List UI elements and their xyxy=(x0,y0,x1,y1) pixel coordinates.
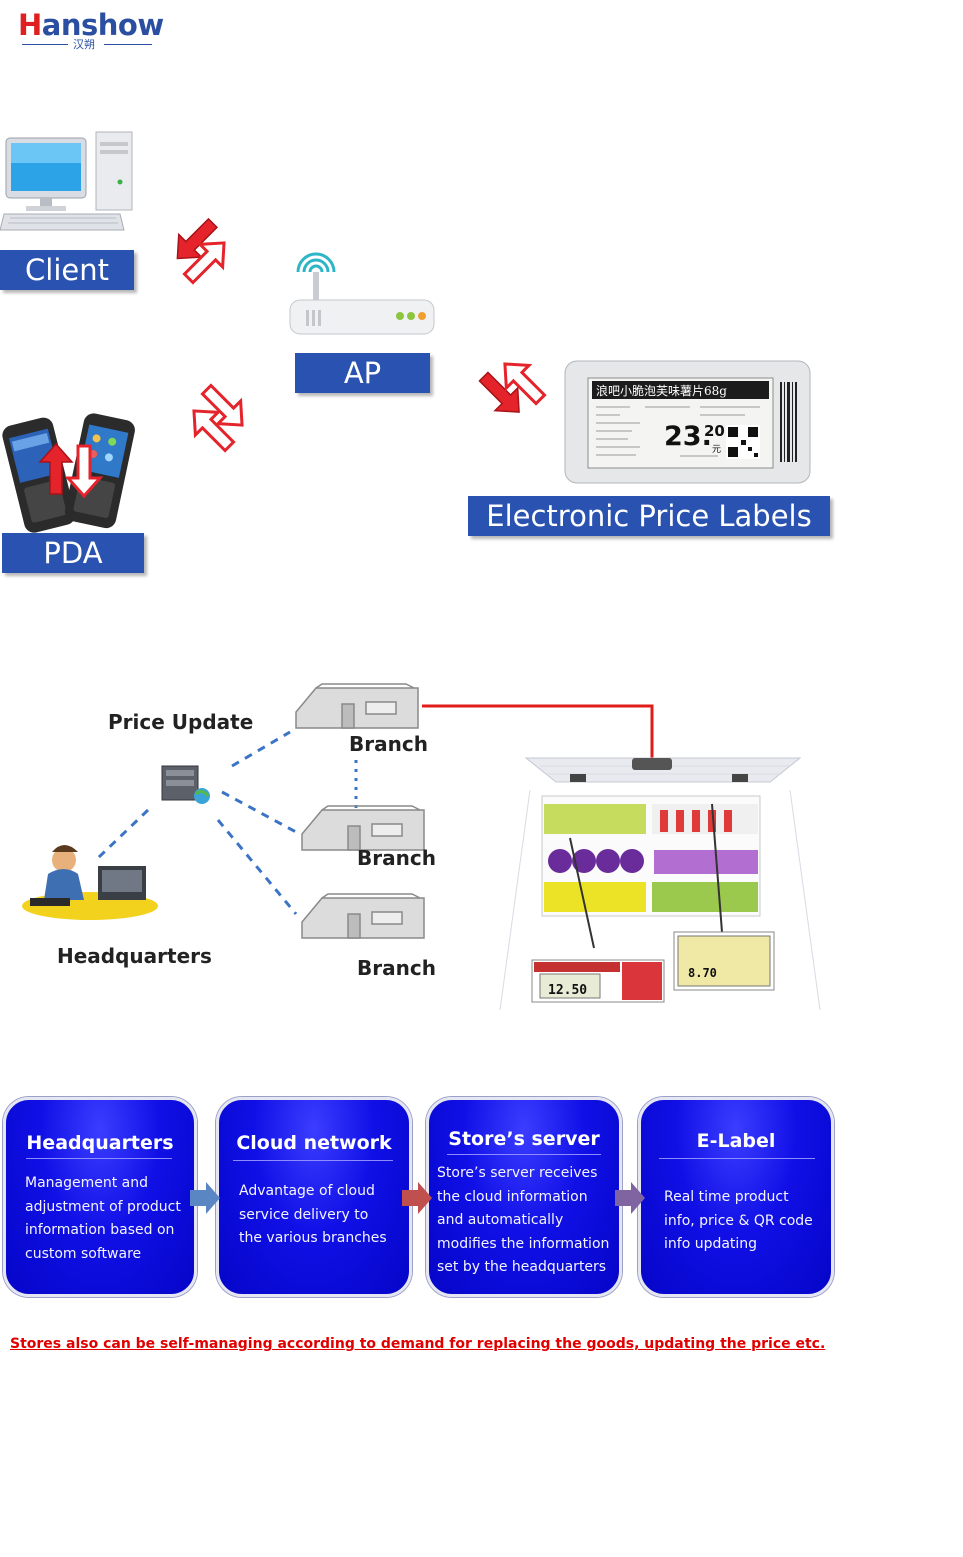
flow-card-cloud-network: Cloud network Advantage of cloud service… xyxy=(216,1097,412,1297)
sync-arrows-icon xyxy=(38,217,547,499)
flow-card-line: info updating xyxy=(664,1236,758,1252)
flow-card-divider xyxy=(659,1158,815,1159)
flow-card-title: Headquarters xyxy=(26,1132,174,1154)
electronic-price-label-device xyxy=(564,360,811,484)
branch-label-1: Branch xyxy=(349,732,428,756)
flow-card-e-label: E-Label Real time product info, price & … xyxy=(638,1097,834,1297)
flow-card-line: set by the headquarters xyxy=(437,1259,607,1275)
system-architecture-diagram xyxy=(0,131,811,533)
price-tag-value-2: 8.70 xyxy=(688,966,717,980)
branch-label-3: Branch xyxy=(357,956,436,980)
headquarters-office-worker-icon xyxy=(22,845,158,920)
flow-card-stores-server: Store’s server Store’s server receives t… xyxy=(426,1097,622,1297)
flow-card-line: and automatically xyxy=(437,1212,564,1228)
electronic-price-labels-label: Electronic Price Labels xyxy=(468,496,830,536)
flow-card-line: Management and xyxy=(25,1175,149,1191)
price-update-label: Price Update xyxy=(108,710,254,734)
store-shelf-illustration xyxy=(499,757,821,1011)
hanshow-logo: Hanshow xyxy=(18,8,164,42)
flow-card-line: service delivery to xyxy=(239,1206,369,1223)
flow-card-body: Store’s server receives the cloud inform… xyxy=(437,1162,609,1280)
flow-arrow-right-icon xyxy=(190,1182,220,1214)
flow-card-body: Management and adjustment of product inf… xyxy=(25,1172,181,1266)
desktop-computer-icon xyxy=(0,131,133,231)
price-tag-value-1: 12.50 xyxy=(548,983,588,998)
branch-store-icon xyxy=(295,683,425,939)
pda-device-icon xyxy=(2,413,135,533)
flow-card-title: Store’s server xyxy=(448,1128,600,1150)
pda-label: PDA xyxy=(2,533,144,573)
flow-card-line: info, price & QR code xyxy=(664,1212,813,1229)
flow-arrow-right-icon xyxy=(615,1182,645,1214)
flow-card-headquarters: Headquarters Management and adjustment o… xyxy=(3,1097,197,1297)
flow-card-body: Real time product info, price & QR code … xyxy=(664,1186,813,1257)
flow-card-title: E-Label xyxy=(696,1130,776,1152)
flow-card-line: modifies the information xyxy=(437,1235,610,1252)
esl-price-decimal: 20 xyxy=(704,422,725,440)
flow-card-line: custom software xyxy=(25,1245,142,1262)
flow-card-title: Cloud network xyxy=(236,1132,392,1154)
esl-price-main: 23. xyxy=(664,421,712,452)
server-icon xyxy=(161,765,210,804)
flow-card-divider xyxy=(26,1158,172,1159)
qr-code-icon xyxy=(726,425,760,459)
flow-card-line: Real time product xyxy=(664,1189,789,1205)
flow-card-line: the various branches xyxy=(239,1230,387,1246)
barcode-icon xyxy=(780,382,797,462)
logo-letter-h: H xyxy=(18,8,42,42)
ap-label: AP xyxy=(295,353,430,393)
access-point-icon xyxy=(289,252,435,335)
flow-card-line: Store’s server receives xyxy=(437,1165,598,1181)
flow-card-divider xyxy=(233,1160,393,1161)
logo-chinese-name: 汉朔 xyxy=(73,38,95,51)
logo-rule-left xyxy=(22,44,68,45)
price-update-network-diagram xyxy=(22,683,821,1011)
client-label: Client xyxy=(0,250,134,290)
branch-label-2: Branch xyxy=(357,846,436,870)
footer-note: Stores also can be self-managing accordi… xyxy=(10,1336,826,1352)
flow-card-body: Advantage of cloud service delivery to t… xyxy=(239,1180,387,1251)
flow-card-line: the cloud information xyxy=(437,1188,588,1205)
esl-price-unit: 元 xyxy=(712,445,722,455)
logo-rule-right xyxy=(104,44,152,45)
flow-card-line: adjustment of product xyxy=(25,1198,181,1215)
logo-wordmark: anshow xyxy=(41,8,164,42)
flow-card-line: information based on xyxy=(25,1222,175,1238)
flow-card-line: Advantage of cloud xyxy=(239,1183,375,1199)
esl-product-name: 浪吧小脆泡芙味薯片68g xyxy=(596,384,727,398)
flow-card-divider xyxy=(447,1154,601,1155)
headquarters-label: Headquarters xyxy=(57,944,212,968)
flow-arrow-right-icon xyxy=(402,1182,432,1214)
